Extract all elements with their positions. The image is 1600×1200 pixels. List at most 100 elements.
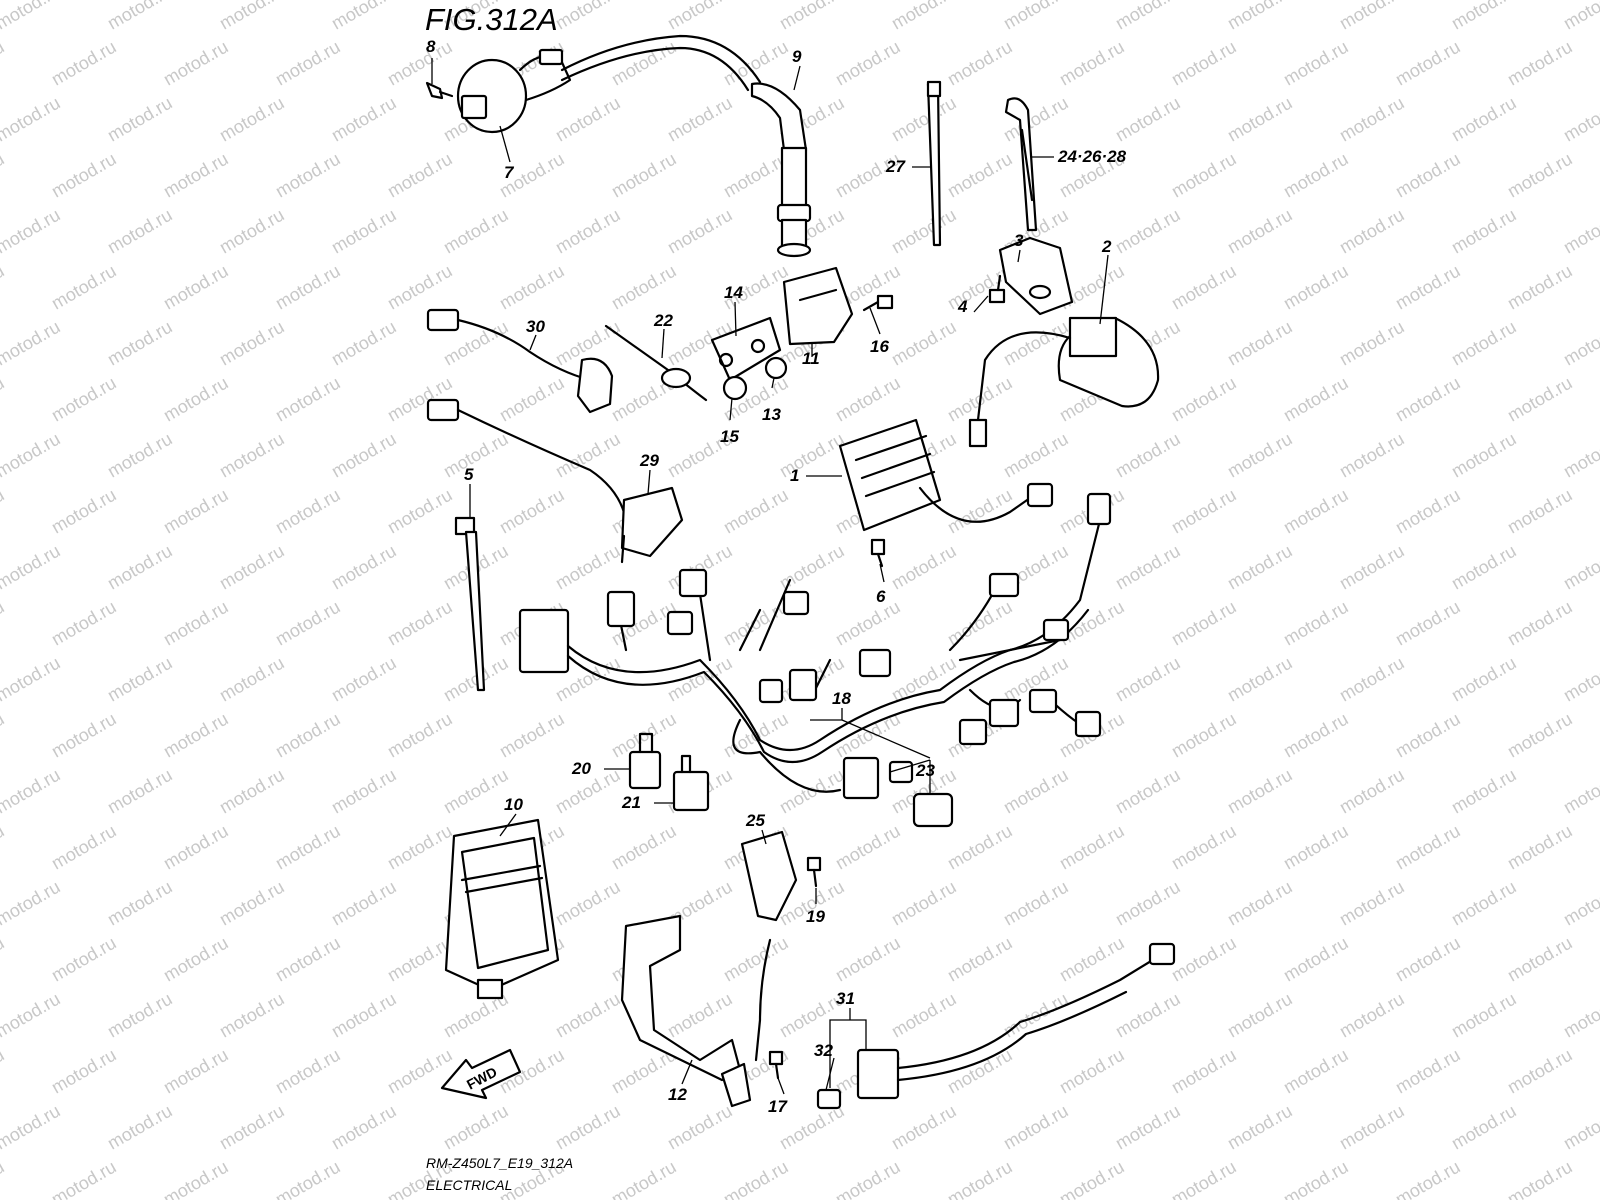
watermark-text: motod.ru [664,93,736,146]
ignition-coil [456,34,762,134]
watermark-text: motod.ru [328,989,400,1042]
watermark-text: motod.ru [1448,317,1520,370]
watermark-text: motod.ru [0,373,8,426]
watermark-text: motod.ru [48,373,120,426]
watermark-text: motod.ru [1224,93,1296,146]
watermark-text: motod.ru [1168,37,1240,90]
watermark-text: motod.ru [496,261,568,314]
watermark-text: motod.ru [1448,0,1520,33]
fuse-holder-20 [628,732,662,790]
watermark-text: motod.ru [104,541,176,594]
callout-14: 14 [724,283,743,302]
callout-20: 20 [571,759,591,778]
watermark-text: motod.ru [272,37,344,90]
watermark-text: motod.ru [104,765,176,818]
watermark-text: motod.ru [384,37,456,90]
watermark-text: motod.ru [1504,597,1576,650]
watermark-text: motod.ru [1336,205,1408,258]
watermark-text: motod.ru [832,1157,904,1200]
watermark-text: motod.ru [832,373,904,426]
watermark-text: motod.ru [160,261,232,314]
watermark-text: motod.ru [1392,485,1464,538]
watermark-text: motod.ru [0,765,64,818]
watermark-text: motod.ru [1280,37,1352,90]
watermark-text: motod.ru [1504,709,1576,762]
watermark-text: motod.ru [1392,261,1464,314]
watermark-text: motod.ru [1336,1101,1408,1154]
watermark-text: motod.ru [48,1045,120,1098]
watermark-text: motod.ru [1448,93,1520,146]
watermark-text: motod.ru [1392,821,1464,874]
watermark-text: motod.ru [1168,485,1240,538]
callout-5: 5 [464,465,474,484]
watermark-text: motod.ru [832,933,904,986]
watermark-text: motod.ru [440,205,512,258]
fuse-32 [816,1088,842,1110]
callout-16: 16 [870,337,889,356]
watermark-text: motod.ru [0,709,8,762]
ecm-10 [444,818,560,1000]
watermark-text: motod.ru [1336,765,1408,818]
watermark-text: motod.ru [272,1045,344,1098]
bolt-8 [425,81,454,100]
callout-32: 32 [814,1041,833,1060]
watermark-text: motod.ru [216,541,288,594]
watermark-text: motod.ru [1112,765,1184,818]
watermark-text: motod.ru [1336,989,1408,1042]
watermark-text: motod.ru [552,1101,624,1154]
watermark-text: motod.ru [1504,1157,1576,1200]
watermark-text: motod.ru [0,877,64,930]
watermark-text: motod.ru [328,429,400,482]
watermark-text: motod.ru [0,317,64,370]
watermark-text: motod.ru [1112,541,1184,594]
watermark-text: motod.ru [720,597,792,650]
watermark-text: motod.ru [160,821,232,874]
watermark-text: motod.ru [608,149,680,202]
callout-13: 13 [762,405,781,424]
watermark-text: motod.ru [104,877,176,930]
bolt-17 [768,1050,784,1080]
callout-17: 17 [768,1097,788,1116]
fuse-holder-21 [672,754,710,812]
watermark-text: motod.ru [1504,1045,1576,1098]
watermark-text: motod.ru [216,1101,288,1154]
bolt-16 [862,294,894,312]
watermark-text: motod.ru [664,1101,736,1154]
watermark-text: motod.ru [0,485,8,538]
watermark-text: motod.ru [1504,37,1576,90]
callout-9: 9 [792,47,802,66]
watermark-text: motod.ru [496,373,568,426]
watermark-text: motod.ru [48,933,120,986]
watermark-text: motod.ru [1280,485,1352,538]
watermark-text: motod.ru [1560,765,1600,818]
watermark-text: motod.ru [0,989,64,1042]
watermark-text: motod.ru [608,261,680,314]
watermark-text: motod.ru [1560,653,1600,706]
callout-29: 29 [639,451,659,470]
watermark-text: motod.ru [1448,765,1520,818]
watermark-text: motod.ru [272,485,344,538]
watermark-text: motod.ru [0,0,64,33]
watermark-text: motod.ru [0,261,8,314]
watermark-text: motod.ru [48,485,120,538]
watermark-text: motod.ru [1112,653,1184,706]
watermark-text: motod.ru [1336,429,1408,482]
watermark-text: motod.ru [328,541,400,594]
watermark-text: motod.ru [160,37,232,90]
fwd-arrow-icon: FWD [440,1048,522,1100]
watermark-text: motod.ru [552,877,624,930]
watermark-text: motod.ru [1448,205,1520,258]
watermark-text: motod.ru [1560,93,1600,146]
watermark-text: motod.ru [1560,0,1600,33]
watermark-text: motod.ru [888,1101,960,1154]
watermark-text: motod.ru [1224,877,1296,930]
watermark-text: motod.ru [104,93,176,146]
watermark-text: motod.ru [552,205,624,258]
watermark-text: motod.ru [328,765,400,818]
watermark-text: motod.ru [0,541,64,594]
watermark-text: motod.ru [1056,37,1128,90]
watermark-text: motod.ru [384,709,456,762]
watermark-text: motod.ru [1504,933,1576,986]
watermark-text: motod.ru [608,1157,680,1200]
watermark-text: motod.ru [0,429,64,482]
